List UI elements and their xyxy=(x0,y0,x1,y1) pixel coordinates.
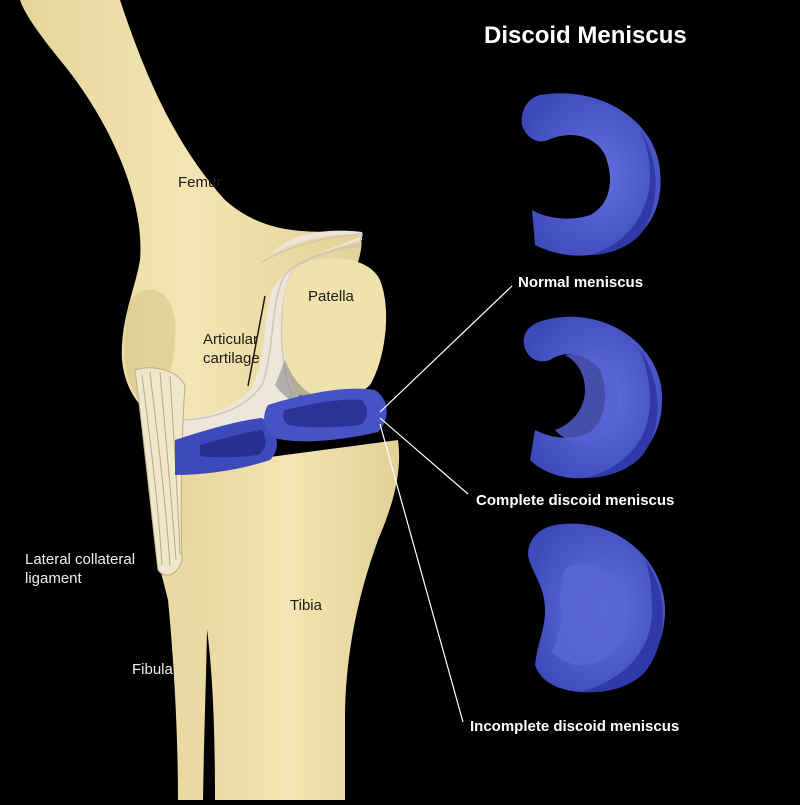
label-lateral-collateral-ligament-2: ligament xyxy=(25,570,82,587)
label-femur: Femur xyxy=(178,174,222,191)
complete-discoid-meniscus-figure xyxy=(523,316,663,479)
label-fibula: Fibula xyxy=(132,661,173,678)
normal-meniscus-figure xyxy=(521,93,661,256)
leader-line-incomplete xyxy=(379,423,464,723)
leader-line-normal xyxy=(379,285,513,413)
leader-line-complete xyxy=(379,417,469,495)
label-lateral-collateral-ligament-1: Lateral collateral xyxy=(25,551,136,568)
medial-meniscus-inner xyxy=(283,399,368,428)
diagram-title: Discoid Meniscus xyxy=(484,22,687,49)
label-incomplete-discoid-meniscus: Incomplete discoid meniscus xyxy=(470,718,680,735)
fibula-bone xyxy=(158,528,208,800)
incomplete-discoid-meniscus-figure xyxy=(528,523,665,693)
label-articular-cartilage-2: cartilage xyxy=(203,350,260,367)
leader-lines xyxy=(379,285,513,723)
label-complete-discoid-meniscus: Complete discoid meniscus xyxy=(476,492,675,509)
label-patella: Patella xyxy=(308,288,354,305)
patella-bone xyxy=(282,258,387,399)
lateral-meniscus-inner xyxy=(200,430,266,458)
label-normal-meniscus: Normal meniscus xyxy=(518,274,644,291)
label-tibia: Tibia xyxy=(290,597,322,614)
tibia-bone xyxy=(172,440,400,800)
leader-line-cartilage xyxy=(247,295,266,387)
label-articular-cartilage-1: Articular xyxy=(203,331,259,348)
